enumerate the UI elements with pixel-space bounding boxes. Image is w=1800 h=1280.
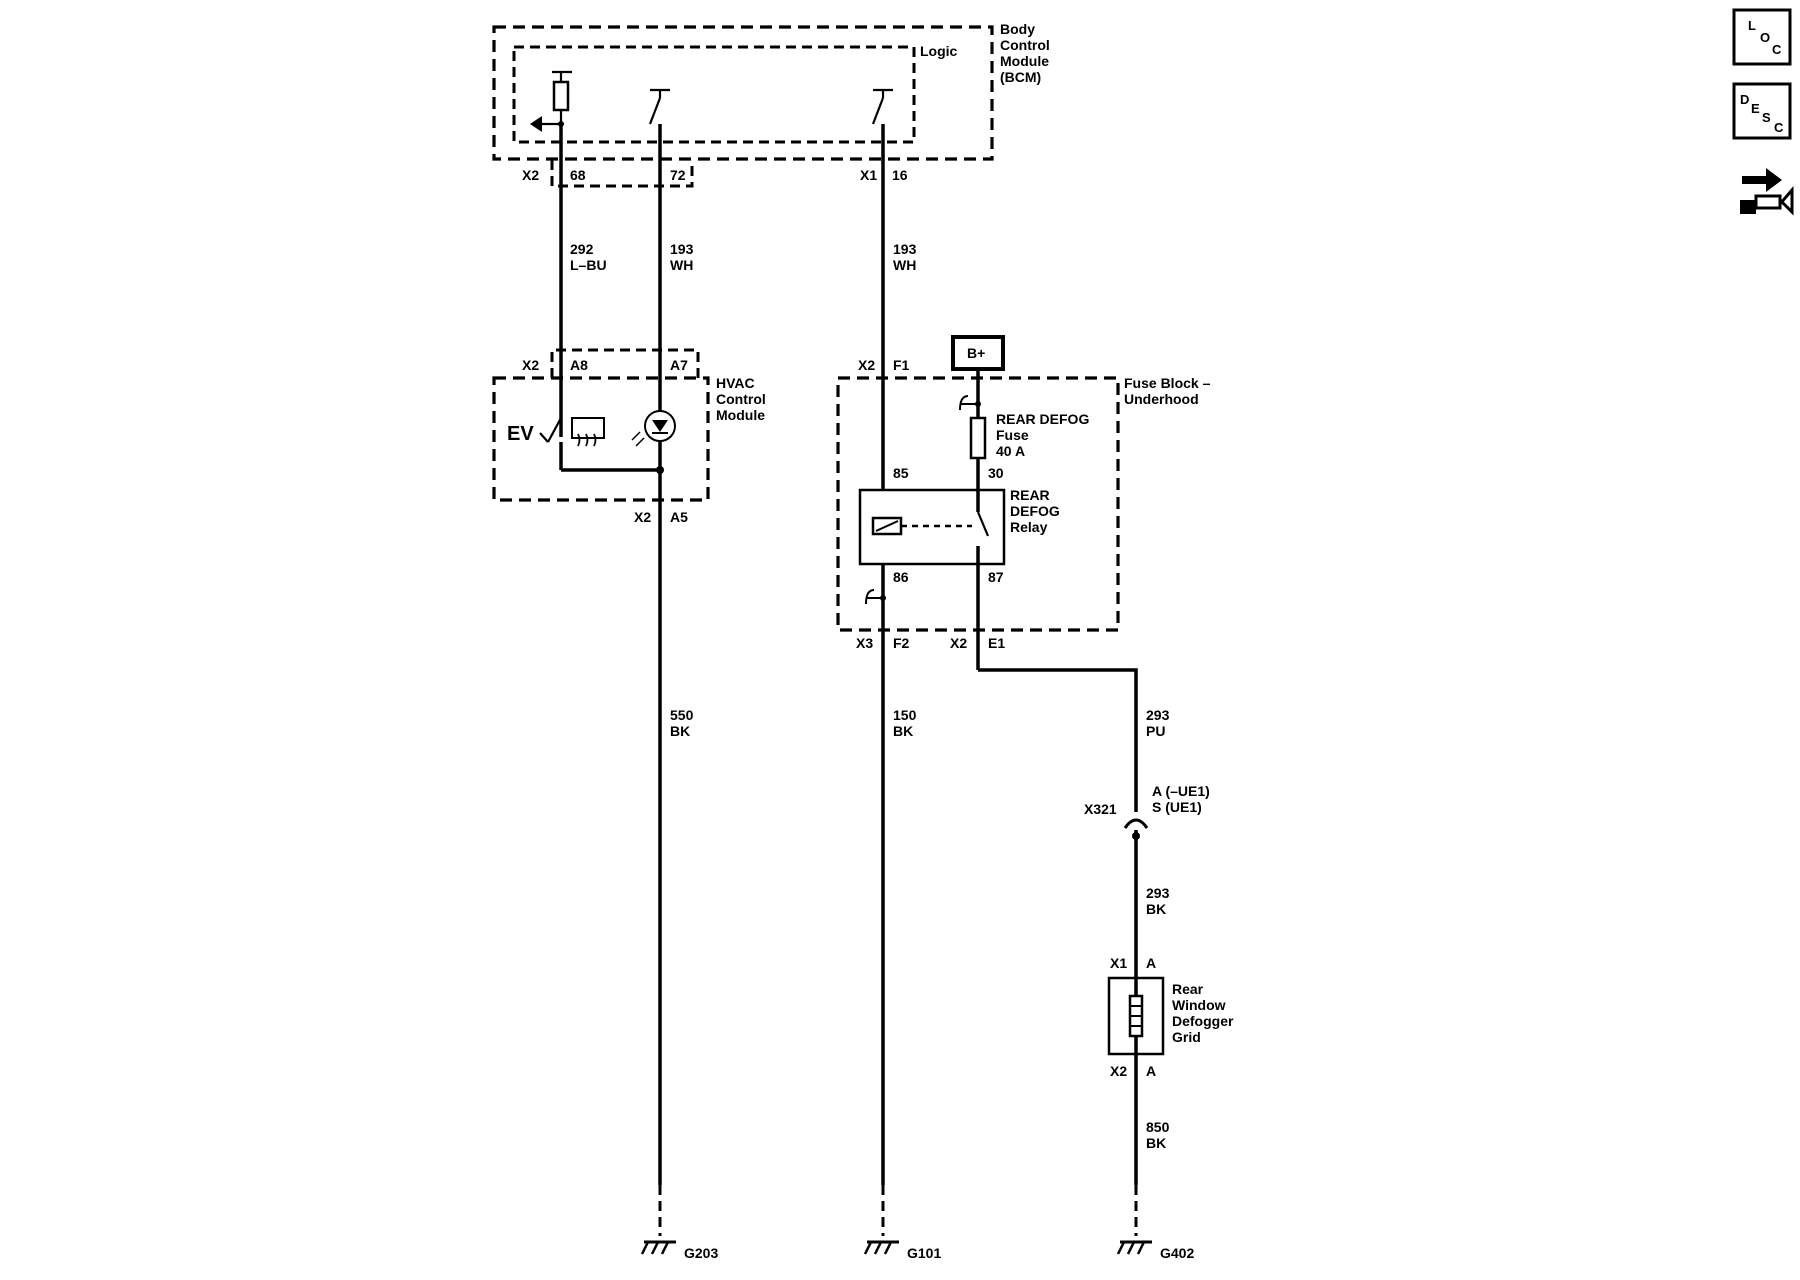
wire-193b-circuit: 193 [893,241,917,257]
wire-193b-color: WH [893,257,916,273]
description-icon [1732,82,1792,140]
wire-293bk-circuit: 293 [1146,885,1170,901]
wire-293pu-color: PU [1146,723,1165,739]
x321-pins: A (–UE1)S (UE1) [1152,783,1210,815]
hvac-outline [492,376,710,502]
bcm-outline [492,25,994,161]
bcm-logic-outline [512,45,916,144]
rear-defog-icon [571,417,605,447]
ground-g101: G101 [863,1185,941,1261]
inline-connector-x321: X321 A (–UE1)S (UE1) [1084,783,1210,840]
wire-293bk-color: BK [1146,901,1166,917]
ground-g402-label: G402 [1160,1245,1194,1261]
desc-letter-2: E [1751,101,1760,116]
bcm-x2-label: X2 [522,167,539,183]
bcm-pin-68: 68 [570,167,586,183]
location-icon-button[interactable]: L O C [1732,8,1792,66]
ground-g101-label: G101 [907,1245,941,1261]
wire-150-color: BK [893,723,913,739]
bcm-input-switch-72 [648,88,670,125]
connector-end-view-icon-button[interactable] [1740,168,1794,216]
ground-g402: G402 [1116,1185,1194,1261]
bcm-input-switch-16 [871,88,893,125]
relay-pin-86: 86 [893,569,909,585]
wire-293-pu [978,668,1138,812]
fuse-x2-bottom-label: X2 [950,635,967,651]
hvac-x2-bottom-label: X2 [634,509,651,525]
defog-switch-contact [547,417,562,443]
wire-293pu-circuit: 293 [1146,707,1170,723]
relay-pin-85: 85 [893,465,909,481]
x321-label: X321 [1084,801,1117,817]
hvac-pin-a7: A7 [670,357,688,373]
fuse-pin-f2: F2 [893,635,910,651]
ground-g203-label: G203 [684,1245,718,1261]
ground-g203: G203 [640,1185,718,1261]
fuse-x3-label: X3 [856,635,873,651]
defogger-x2-label: X2 [1110,1063,1127,1079]
indicator-led-icon [631,410,676,447]
wire-550-color: BK [670,723,690,739]
location-icon [1732,8,1792,66]
battery-positive-label: B+ [967,345,985,361]
relay-contact [976,511,990,537]
bcm-output-symbol [530,70,572,132]
loc-letter-2: O [1760,30,1770,45]
wire-550-circuit: 550 [670,707,694,723]
wire-292-color: L–BU [570,257,607,273]
battery-positive-box [951,335,1005,371]
fuse-block-underhood: Fuse Block –Underhood B+ X2 F1 REAR DEFO… [836,335,1211,670]
hvac-pin-a5: A5 [670,509,688,525]
bcm-x1-label: X1 [860,167,877,183]
connector-end-view-icon [1740,168,1794,216]
wire-292-circuit: 292 [570,241,594,257]
hvac-pin-a8: A8 [570,357,588,373]
ev-switch-label: EV [507,423,534,445]
fuse-pin-e1: E1 [988,635,1005,651]
defogger-pin-a-bottom: A [1146,1063,1156,1079]
bcm-x2-connector [550,160,694,188]
rear-defog-fuse [969,416,987,460]
desc-letter-1: D [1740,92,1749,107]
wire-193a-color: WH [670,257,693,273]
relay-pin-87: 87 [988,569,1004,585]
loc-letter-1: L [1748,18,1756,33]
fuse-block-name: Fuse Block –Underhood [1124,375,1211,407]
defogger-x1-label: X1 [1110,955,1127,971]
loc-letter-3: C [1772,42,1782,57]
relay-pin-30: 30 [988,465,1004,481]
bcm-pin-72: 72 [670,167,686,183]
desc-letter-3: S [1762,110,1771,125]
wire-850-circuit: 850 [1146,1119,1170,1135]
defogger-pin-a-top: A [1146,955,1156,971]
fuse-pin-f1: F1 [893,357,910,373]
wire-193a-circuit: 193 [670,241,694,257]
bcm-pin-16: 16 [892,167,908,183]
hvac-x2-connector [550,348,700,378]
wire-150-circuit: 150 [893,707,917,723]
desc-letter-4: C [1774,120,1784,135]
wire-850-color: BK [1146,1135,1166,1151]
bcm-logic-label: Logic [920,43,958,59]
fuse-x2-top-label: X2 [858,357,875,373]
description-icon-button[interactable]: D E S C [1732,82,1792,140]
hvac-x2-top-label: X2 [522,357,539,373]
